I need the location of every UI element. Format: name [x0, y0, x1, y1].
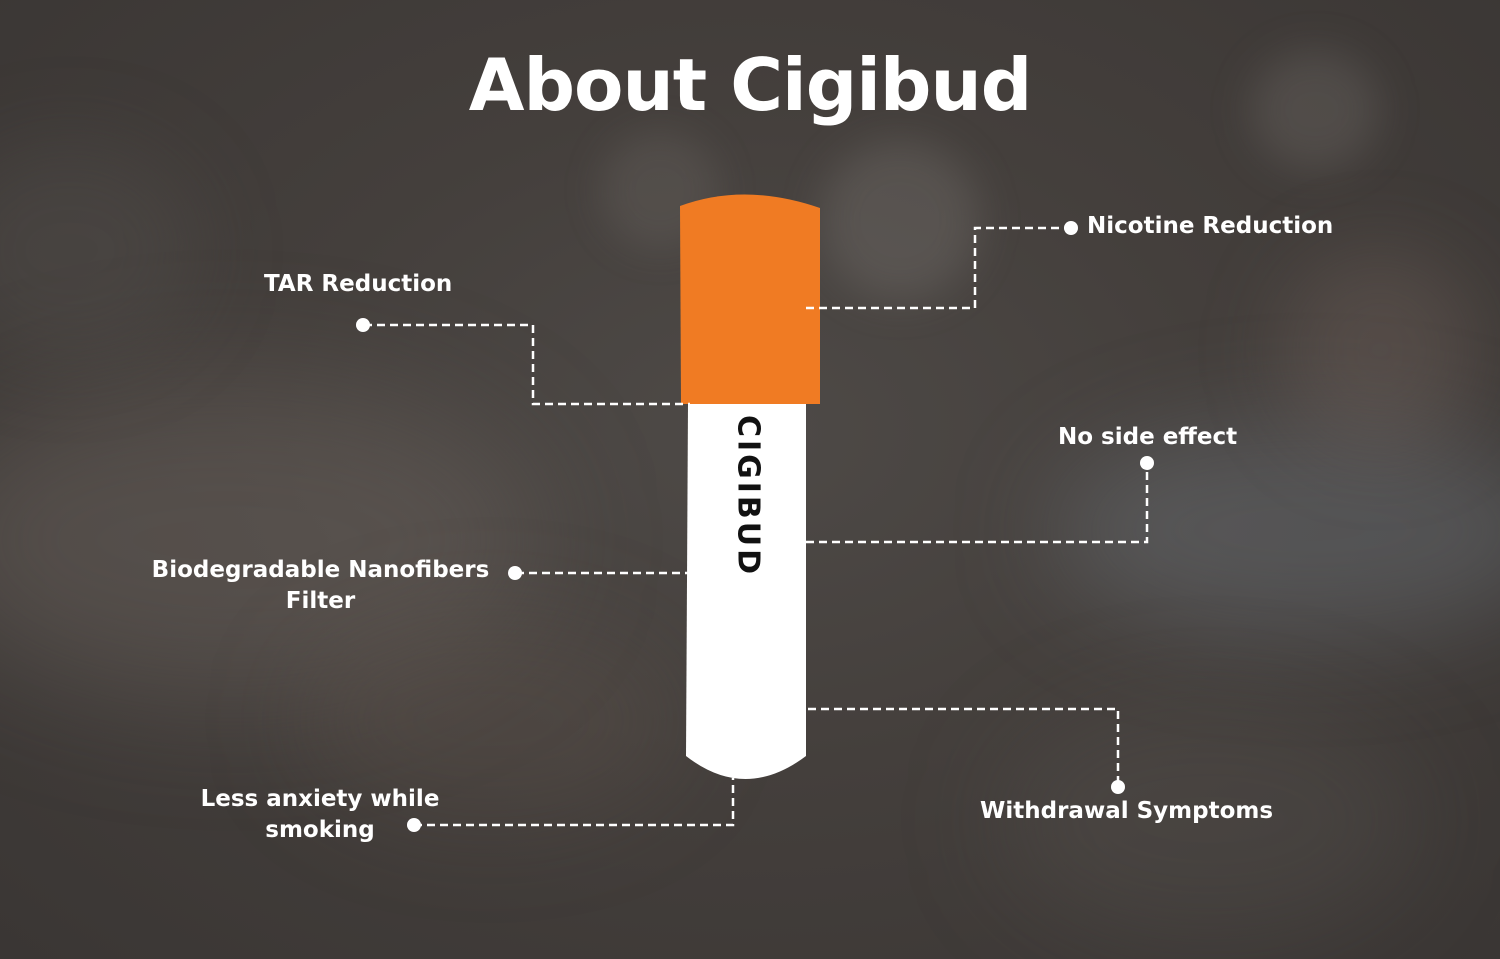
label-no-side-effect-text: No side effect [1058, 424, 1238, 450]
tar-reduction-connector [364, 323, 690, 406]
label-biodegradable-line1: Biodegradable Nanofibers [151, 557, 490, 583]
withdrawal-connector [808, 707, 1120, 787]
no-side-effect-dot [1140, 456, 1154, 470]
filter-body [686, 404, 806, 779]
label-less-anxiety-line1: Less anxiety while [200, 786, 440, 812]
label-tar-reduction: TAR Reduction [264, 269, 452, 300]
label-biodegradable: Biodegradable Nanofibers Filter [148, 555, 493, 617]
label-no-side-effect: No side effect [1058, 422, 1237, 453]
nicotine-reduction-connector [806, 226, 1070, 310]
label-withdrawal-symptoms: Withdrawal Symptoms [980, 796, 1273, 827]
less-anxiety-connector [414, 778, 735, 827]
orange-tip [680, 194, 820, 404]
no-side-effect-connector [806, 463, 1149, 544]
tar-reduction-dot [356, 318, 370, 332]
withdrawal-dot [1111, 780, 1125, 794]
label-withdrawal-symptoms-text: Withdrawal Symptoms [980, 798, 1274, 824]
page-title: About Cigibud [468, 43, 1033, 127]
label-nicotine-reduction-text: Nicotine Reduction [1087, 213, 1334, 239]
biodegradable-dot [508, 566, 522, 580]
label-less-anxiety-line2: smoking [265, 817, 375, 843]
less-anxiety-dot [407, 818, 421, 832]
label-less-anxiety: Less anxiety while smoking [200, 784, 440, 846]
label-biodegradable-line2: Filter [285, 588, 356, 614]
label-tar-reduction-text: TAR Reduction [264, 271, 453, 297]
label-nicotine-reduction: Nicotine Reduction [1087, 211, 1333, 242]
nicotine-reduction-dot [1064, 221, 1078, 235]
